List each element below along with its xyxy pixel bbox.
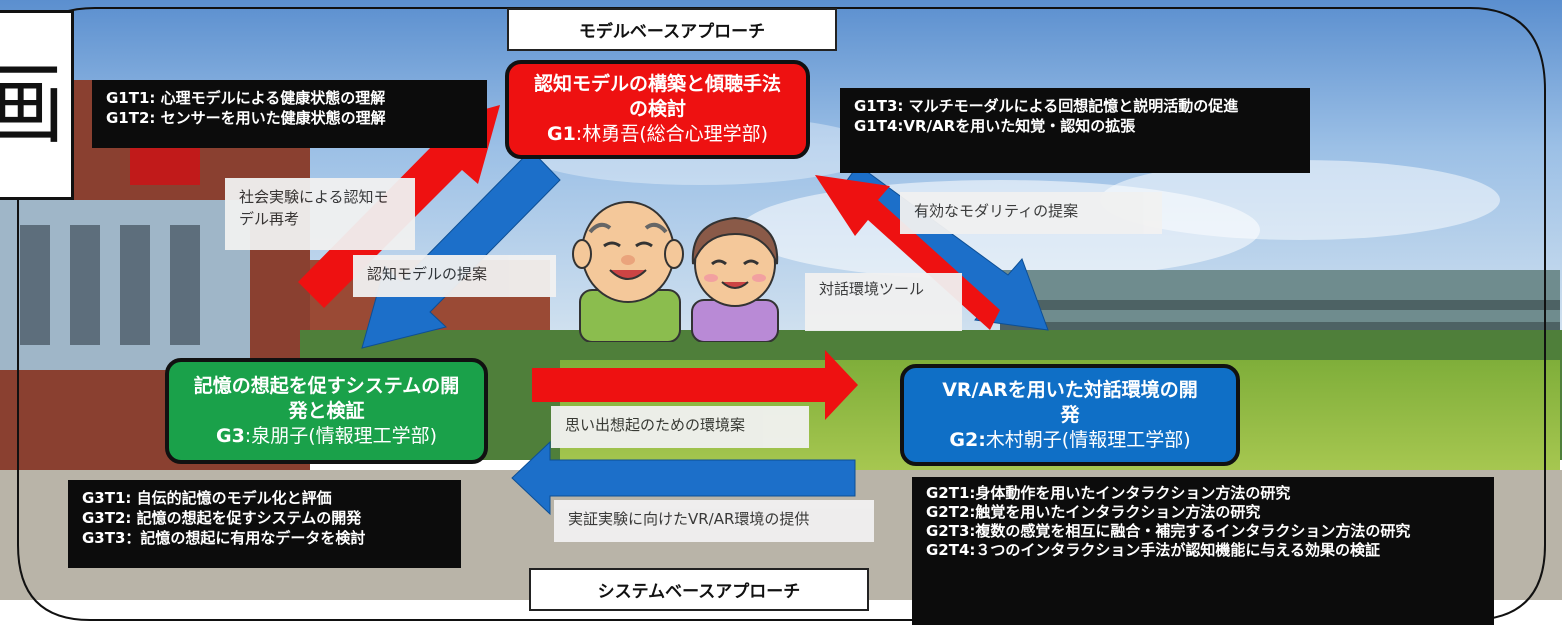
g3-title: 記憶の想起を促すシステムの開発と検証 [193,374,460,422]
g1t3-text: G1T3: マルチモーダルによる回想記憶と説明活動の促進 [854,97,1239,115]
g2t3-text: G2T3:複数の感覚を相互に融合・補完するインタラクション方法の研究 [926,522,1411,540]
g2-code: G2: [949,428,986,451]
label-g2-to-g3: 実証実験に向けたVR/AR環境の提供 [554,500,874,542]
g2-node: VR/ARを用いた対話環境の開発 G2:木村朝子(情報理工学部) [900,364,1240,466]
label-g1-to-g3: 認知モデルの提案 [353,255,556,297]
g2-person: 木村朝子(情報理工学部) [985,428,1191,451]
g1-tasks-left-box: G1T1: 心理モデルによる健康状態の理解 G1T2: センサーを用いた健康状態… [92,80,487,148]
elderly-woman-icon [691,216,779,342]
g1-person: :林勇吾(総合心理学部) [575,123,769,145]
g2t2-text: G2T2:触覚を用いたインタラクション方法の研究 [926,503,1261,521]
g2-title: VR/ARを用いた対話環境の開発 [942,378,1198,426]
elderly-man-icon [572,201,684,342]
g2t1-text: G2T1:身体動作を用いたインタラクション方法の研究 [926,484,1291,502]
g3t2-text: G3T2: 記憶の想起を促すシステムの開発 [82,509,362,527]
arrow-g2-to-g3 [511,440,856,516]
corner-character-box: 画 [0,10,74,200]
arrow-g3-to-g2 [532,350,858,420]
g2-tasks-box: G2T1:身体動作を用いたインタラクション方法の研究 G2T2:触覚を用いたイン… [912,477,1494,625]
g3t1-text: G3T1: 自伝的記憶のモデル化と評価 [82,489,332,507]
g3-leader: G3:泉朋子(情報理工学部) [169,424,484,449]
g2t4-text: G2T4:３つのインタラクション手法が認知機能に与える効果の検証 [926,541,1380,559]
g1-node: 認知モデルの構築と傾聴手法の検討 G1:林勇吾(総合心理学部) [505,60,810,159]
elderly-couple-illustration [572,201,779,342]
g3-tasks-box: G3T1: 自伝的記憶のモデル化と評価 G3T2: 記憶の想起を促すシステムの開… [68,480,461,568]
g1t1-text: G1T1: 心理モデルによる健康状態の理解 [106,89,386,107]
g2-leader: G2:木村朝子(情報理工学部) [904,428,1236,453]
label-g2-to-g1: 対話環境ツール [805,273,962,331]
g3-code: G3 [215,424,245,447]
g3t3-text: G3T3：記憶の想起に有用なデータを検討 [82,529,366,547]
model-based-approach-label: モデルベースアプローチ [507,8,837,51]
label-g3-to-g1: 社会実験による認知モデル再考 [225,178,415,250]
label-g1-to-g2: 有効なモダリティの提案 [900,192,1162,234]
g1-title: 認知モデルの構築と傾聴手法の検討 [533,73,781,120]
g3-person: :泉朋子(情報理工学部) [244,424,438,447]
g3-node: 記憶の想起を促すシステムの開発と検証 G3:泉朋子(情報理工学部) [165,358,488,464]
system-based-approach-label: システムベースアプローチ [529,568,869,611]
g1t4-text: G1T4:VR/ARを用いた知覚・認知の拡張 [854,117,1136,135]
g1-code: G1 [546,123,576,145]
g1-leader: G1:林勇吾(総合心理学部) [509,122,806,147]
arrow-g1-to-g3 [361,149,561,349]
corner-character: 画 [0,53,65,156]
g1t2-text: G1T2: センサーを用いた健康状態の理解 [106,109,386,127]
label-g3-to-g2: 思い出想起のための環境案 [551,406,809,448]
g1-tasks-right-box: G1T3: マルチモーダルによる回想記憶と説明活動の促進 G1T4:VR/ARを… [840,88,1310,173]
